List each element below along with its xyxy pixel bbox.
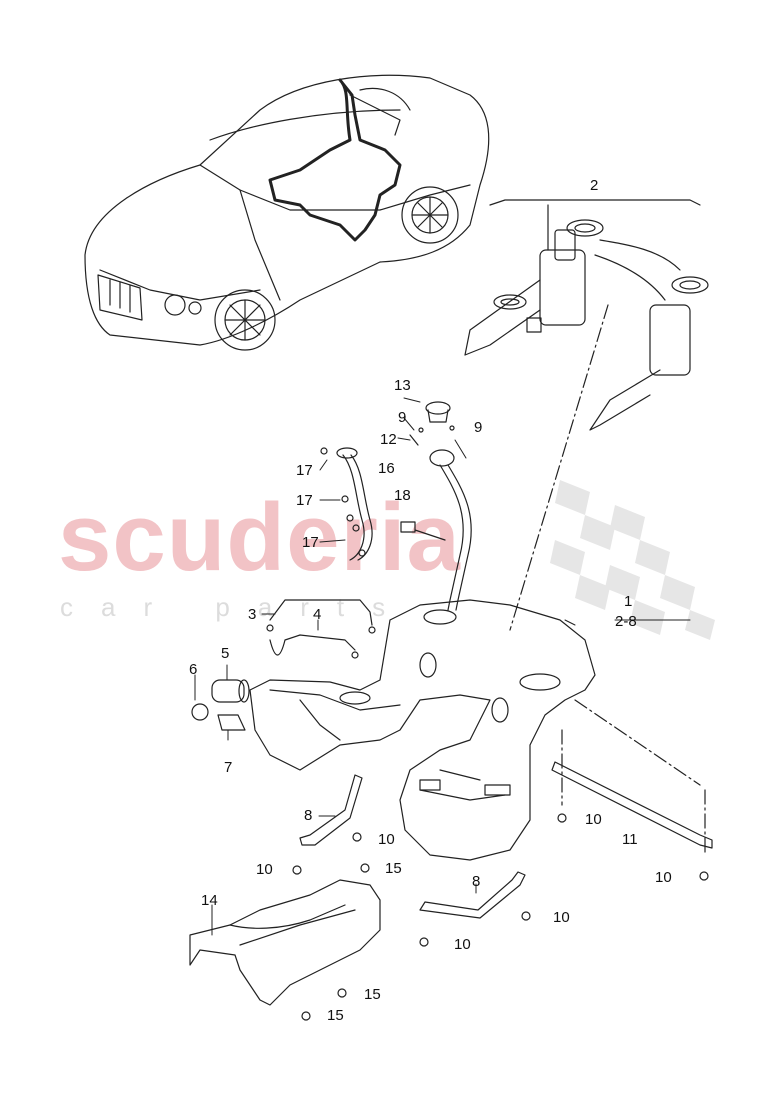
- label-10f: 10: [655, 869, 672, 886]
- label-15b: 15: [364, 986, 381, 1003]
- label-18: 18: [394, 487, 411, 504]
- label-9a: 9: [398, 409, 407, 426]
- label-8a: 8: [304, 807, 313, 824]
- leader-line-rail-1: [574, 699, 701, 786]
- label-leaders: [194, 397, 691, 936]
- filler-neck: [320, 401, 472, 611]
- label-17b: 17: [296, 492, 313, 509]
- vehicle-overview: [84, 74, 490, 351]
- rail: [551, 761, 713, 849]
- label-10d: 10: [553, 909, 570, 926]
- label-2: 2: [590, 177, 599, 194]
- label-13: 13: [394, 377, 411, 394]
- label-15c: 15: [327, 1007, 344, 1024]
- label-7: 7: [224, 759, 233, 776]
- heat-shield: [189, 863, 381, 1021]
- label-12: 12: [380, 431, 397, 448]
- fuel-pump-assembly: [464, 199, 709, 431]
- label-9b: 9: [474, 419, 483, 436]
- label-5: 5: [221, 645, 230, 662]
- label-10a: 10: [378, 831, 395, 848]
- label-6: 6: [189, 661, 198, 678]
- vent-lines: [266, 599, 376, 659]
- checkered-flag-watermark: [550, 480, 715, 640]
- label-8b: 8: [472, 873, 481, 890]
- label-11: 11: [622, 831, 638, 848]
- label-4: 4: [313, 606, 322, 623]
- fuel-filter: [191, 679, 250, 731]
- watermark-brand: scuderia: [58, 484, 461, 591]
- label-10b: 10: [256, 861, 273, 878]
- leader-line-pump: [509, 304, 609, 631]
- label-10c: 10: [454, 936, 471, 953]
- label-14: 14: [201, 892, 218, 909]
- label-16: 16: [378, 460, 395, 477]
- label-15a: 15: [385, 860, 402, 877]
- bolts: [292, 813, 709, 947]
- label-17c: 17: [302, 534, 319, 551]
- tensioning-strap: [299, 774, 526, 919]
- label-17a: 17: [296, 462, 313, 479]
- label-3: 3: [248, 606, 257, 623]
- label-10e: 10: [585, 811, 602, 828]
- label-1: 1: [624, 593, 633, 610]
- label-1-range: 2-8: [615, 613, 637, 630]
- watermark-subtitle: car parts: [60, 592, 414, 622]
- fuel-tank: [249, 599, 596, 861]
